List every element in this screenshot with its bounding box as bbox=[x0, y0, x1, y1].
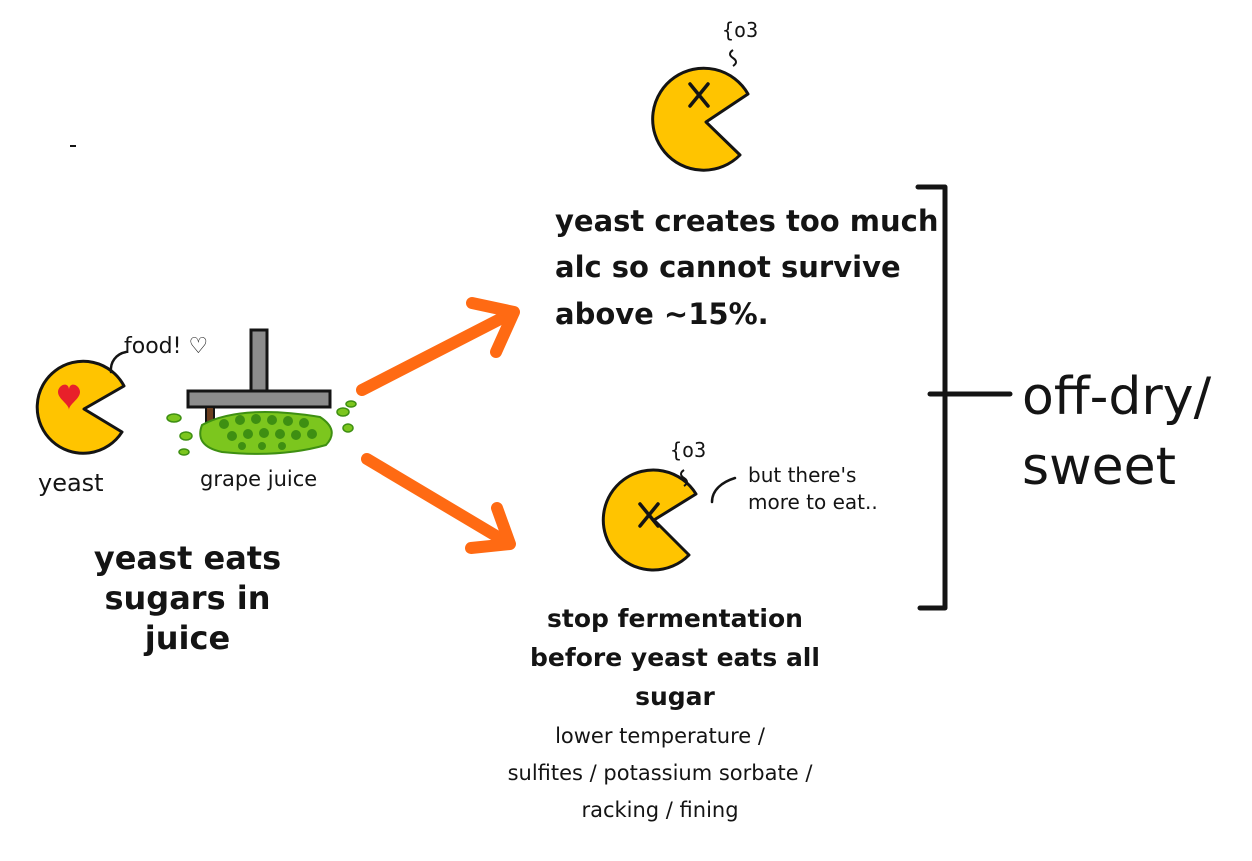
pacman-yeast-dead-icon bbox=[651, 49, 750, 172]
yeast-label: yeast bbox=[38, 469, 104, 497]
arrow-icon bbox=[356, 297, 520, 396]
grape-press-icon bbox=[166, 328, 357, 456]
pacman-yeast-dead-icon bbox=[601, 468, 737, 572]
bracket-icon bbox=[915, 184, 1013, 611]
heart-icon bbox=[58, 384, 80, 410]
grape-juice-label: grape juice bbox=[200, 467, 318, 491]
methods-caption: lower temperature / sulfites / potassium… bbox=[507, 724, 813, 822]
x-eye-icon bbox=[638, 502, 660, 528]
high-alcohol-caption: yeast creates too much alc so cannot sur… bbox=[555, 204, 939, 331]
x-eye-icon bbox=[688, 82, 710, 108]
juice-splash bbox=[166, 400, 357, 456]
more-to-eat-speech-label: but there's more to eat.. bbox=[748, 463, 878, 514]
dizzy-squiggle bbox=[680, 469, 688, 487]
yeast-eats-caption: yeast eats sugars in juice bbox=[93, 539, 282, 657]
dizzy-symbol: {o3 bbox=[670, 438, 707, 462]
dizzy-squiggle bbox=[729, 49, 737, 67]
off-dry-sweet-label: off-dry/ sweet bbox=[1022, 367, 1212, 498]
dizzy-symbol: {o3 bbox=[722, 18, 759, 42]
food-speech-label: food! ♡ bbox=[124, 334, 209, 359]
pacman-yeast-heart-icon bbox=[35, 350, 128, 455]
arrow-icon bbox=[361, 453, 516, 554]
speech-tick bbox=[710, 476, 737, 504]
stop-fermentation-caption: stop fermentation before yeast eats all … bbox=[530, 604, 820, 711]
speech-tick bbox=[109, 350, 128, 374]
